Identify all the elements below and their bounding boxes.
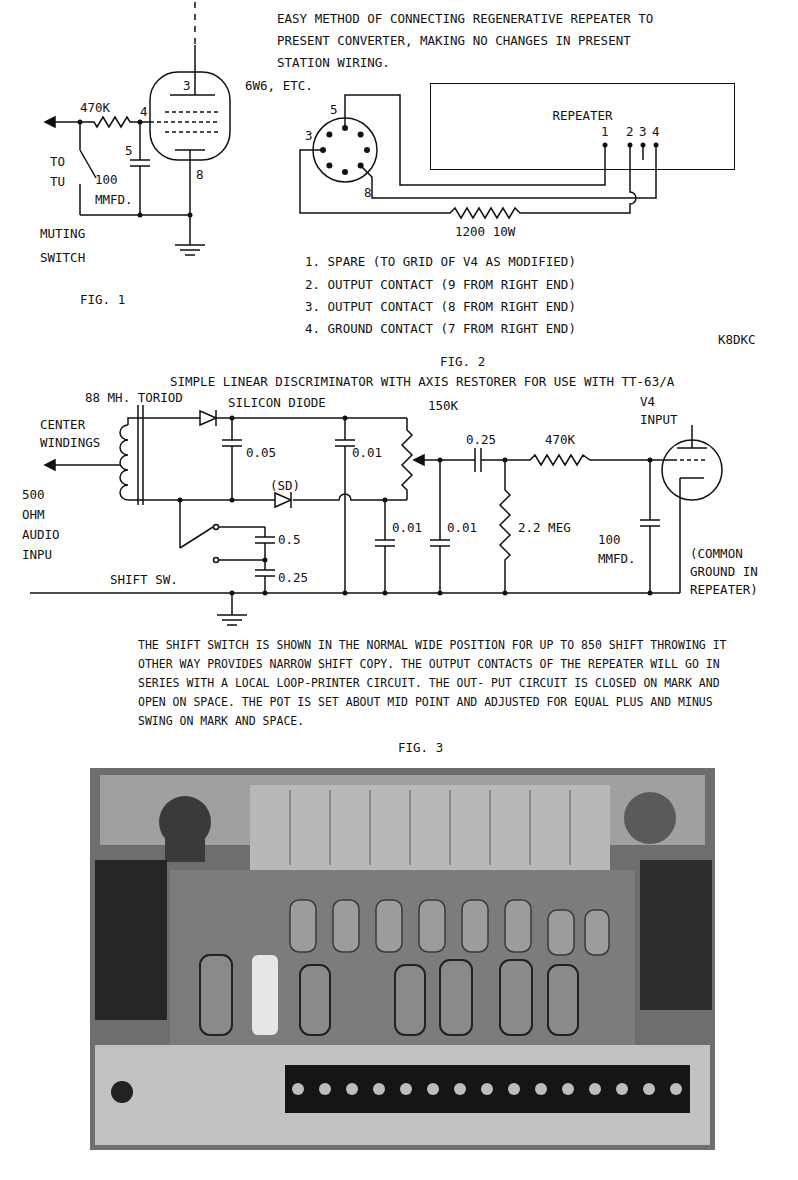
pin-number: 3: [183, 76, 191, 96]
diode-symbol: [275, 492, 291, 508]
switch-contact: [214, 558, 219, 563]
capacitor-value: 0.01: [352, 443, 382, 463]
switch-contact: [214, 525, 219, 530]
pot-value: 150K: [428, 396, 458, 416]
capacitor-value: 0.25: [466, 430, 496, 450]
tube-envelope: [662, 440, 722, 500]
figure-number: FIG. 3: [398, 738, 443, 758]
capacitor-value: 0.05: [246, 443, 276, 463]
lead-line: [194, 2, 196, 45]
toroid-core: [138, 405, 143, 505]
equipment-photo: [90, 768, 715, 1150]
switch-name: SHIFT SW.: [110, 570, 178, 590]
resistor-value: 470K: [545, 430, 575, 450]
ground-note: (COMMON GROUND IN REPEATER): [690, 545, 762, 599]
capacitor-value: 0.5: [278, 530, 301, 550]
capacitor-value: 0.01: [447, 518, 477, 538]
tube-name: V4 INPUT: [640, 393, 688, 429]
capacitor-symbol: [335, 418, 355, 593]
diode-symbol: [200, 410, 216, 426]
capacitor-value: 0.01: [392, 518, 422, 538]
capacitor-symbol: [130, 122, 150, 215]
signal-name: 500 OHM AUDIO INPU: [22, 485, 64, 565]
ground-symbol: [80, 215, 205, 255]
heading: EASY METHOD OF CONNECTING REGENERATIVE R…: [277, 8, 672, 74]
resistor-value: 1200 10W: [455, 222, 515, 242]
figure-caption: THE SHIFT SWITCH IS SHOWN IN THE NORMAL …: [138, 636, 728, 731]
resistor-value: 470K: [80, 98, 110, 118]
repeater-box: REPEATER: [430, 83, 735, 170]
pin-note: 2. OUTPUT CONTACT (9 FROM RIGHT END): [305, 275, 576, 295]
part-name: (SD): [270, 476, 300, 496]
arrow-head: [45, 117, 55, 127]
wiper-arrow: [414, 455, 424, 465]
pin-number: 8: [196, 165, 204, 185]
pin-number: 4: [140, 102, 148, 122]
capacitor-value: 100 MMFD.: [95, 170, 140, 210]
capacitor-symbol: [218, 527, 275, 593]
wire: [128, 418, 407, 425]
wire: [424, 448, 673, 472]
tube-grid: [150, 121, 220, 123]
wire: [50, 464, 120, 466]
pin-number: 1: [601, 122, 609, 142]
pin-number: 4: [652, 122, 660, 142]
plate-wire: [194, 45, 196, 72]
tube-cathode: [175, 150, 205, 215]
pin-number: 3: [639, 122, 647, 142]
toroid-coil: [120, 425, 128, 500]
wire: [361, 145, 656, 198]
part-name: SILICON DIODE: [228, 393, 326, 413]
switch-symbol: [80, 122, 96, 215]
resistor-symbol: [500, 460, 510, 593]
author-call: K8DKC: [718, 330, 756, 350]
arrow-head: [45, 460, 55, 470]
tube-plate: [677, 425, 707, 448]
signal-name: CENTER WINDINGS: [40, 416, 110, 452]
tube-plate: [170, 72, 215, 95]
tube-grid: [673, 459, 707, 461]
resistor-symbol: [55, 117, 150, 127]
pin-note: 3. OUTPUT CONTACT (8 FROM RIGHT END): [305, 297, 576, 317]
capacitor-symbol: [375, 500, 395, 593]
figure-number: FIG. 2: [440, 352, 485, 372]
pin-number: 2: [626, 122, 634, 142]
pin-number: 5: [330, 100, 338, 120]
resistor-value: 2.2 MEG: [518, 518, 571, 538]
switch-name: MUTING SWITCH: [40, 222, 100, 270]
pin-number: 3: [305, 126, 313, 146]
heading: SIMPLE LINEAR DISCRIMINATOR WITH AXIS RE…: [170, 372, 674, 392]
tube-envelope: [150, 72, 230, 160]
junction-dots: [78, 120, 659, 596]
tube-type: 6W6, ETC.: [245, 76, 313, 96]
pin-number: 8: [364, 183, 372, 203]
capacitor-value: 0.25: [278, 568, 308, 588]
pin-note: 4. GROUND CONTACT (7 FROM RIGHT END): [305, 319, 576, 339]
coil-value: 88 MH. TORIOD: [85, 388, 183, 408]
capacitor-symbol: [640, 460, 660, 593]
wire: [128, 494, 407, 500]
potentiometer-symbol: [402, 418, 412, 500]
switch-symbol: [180, 500, 213, 548]
signal-name: TO TU: [50, 152, 70, 192]
capacitor-symbol: [222, 418, 242, 500]
figure-number: FIG. 1: [80, 290, 125, 310]
pin-note: 1. SPARE (TO GRID OF V4 AS MODIFIED): [305, 252, 576, 272]
ground-bus: [30, 593, 680, 625]
box-title: REPEATER: [431, 108, 734, 124]
resistor-symbol: [300, 145, 636, 218]
pin-number: 5: [125, 141, 133, 161]
capacitor-value: 100 MMFD.: [598, 530, 642, 568]
